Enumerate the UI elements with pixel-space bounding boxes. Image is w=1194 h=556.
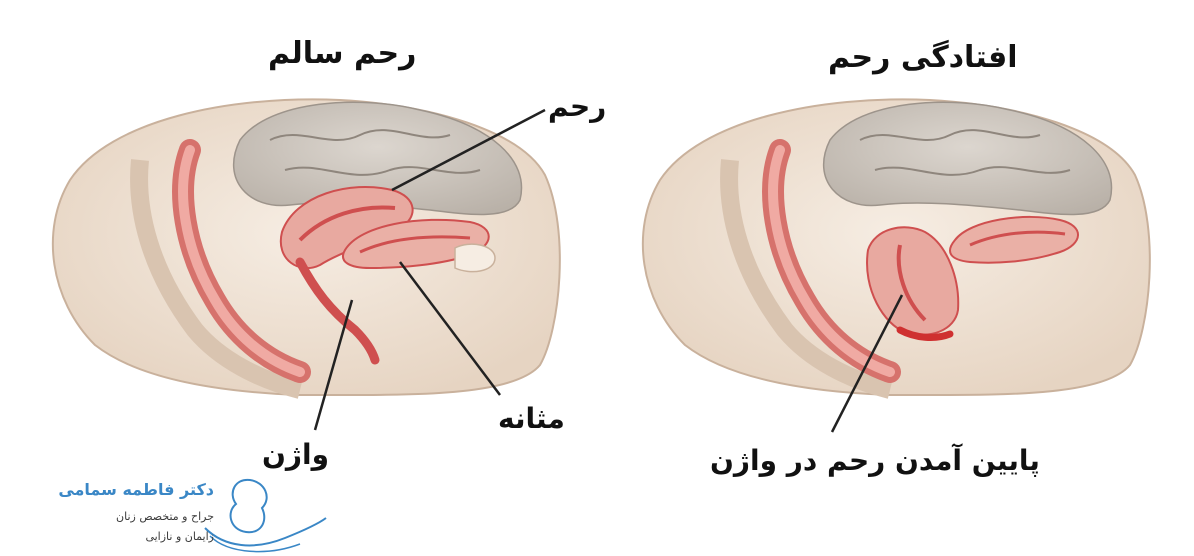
prolapse-anatomy xyxy=(643,99,1150,395)
label-uterus: رحم xyxy=(548,90,606,123)
panel-title-prolapse: افتادگی رحم xyxy=(828,40,1018,75)
intestines-right xyxy=(824,102,1112,214)
panel-title-healthy: رحم سالم xyxy=(268,36,416,71)
logo-specialty-2: زایمان و نازایی xyxy=(14,530,214,543)
label-vagina: واژن xyxy=(262,438,329,471)
logo-specialty: جراح و متخصص زنان xyxy=(14,510,214,523)
label-bladder: مثانه xyxy=(498,402,565,435)
healthy-anatomy xyxy=(53,99,560,395)
logo-doctor-name: دکتر فاطمه سمامی xyxy=(14,480,214,499)
label-prolapse: پایین آمدن رحم در واژن xyxy=(710,444,1040,477)
